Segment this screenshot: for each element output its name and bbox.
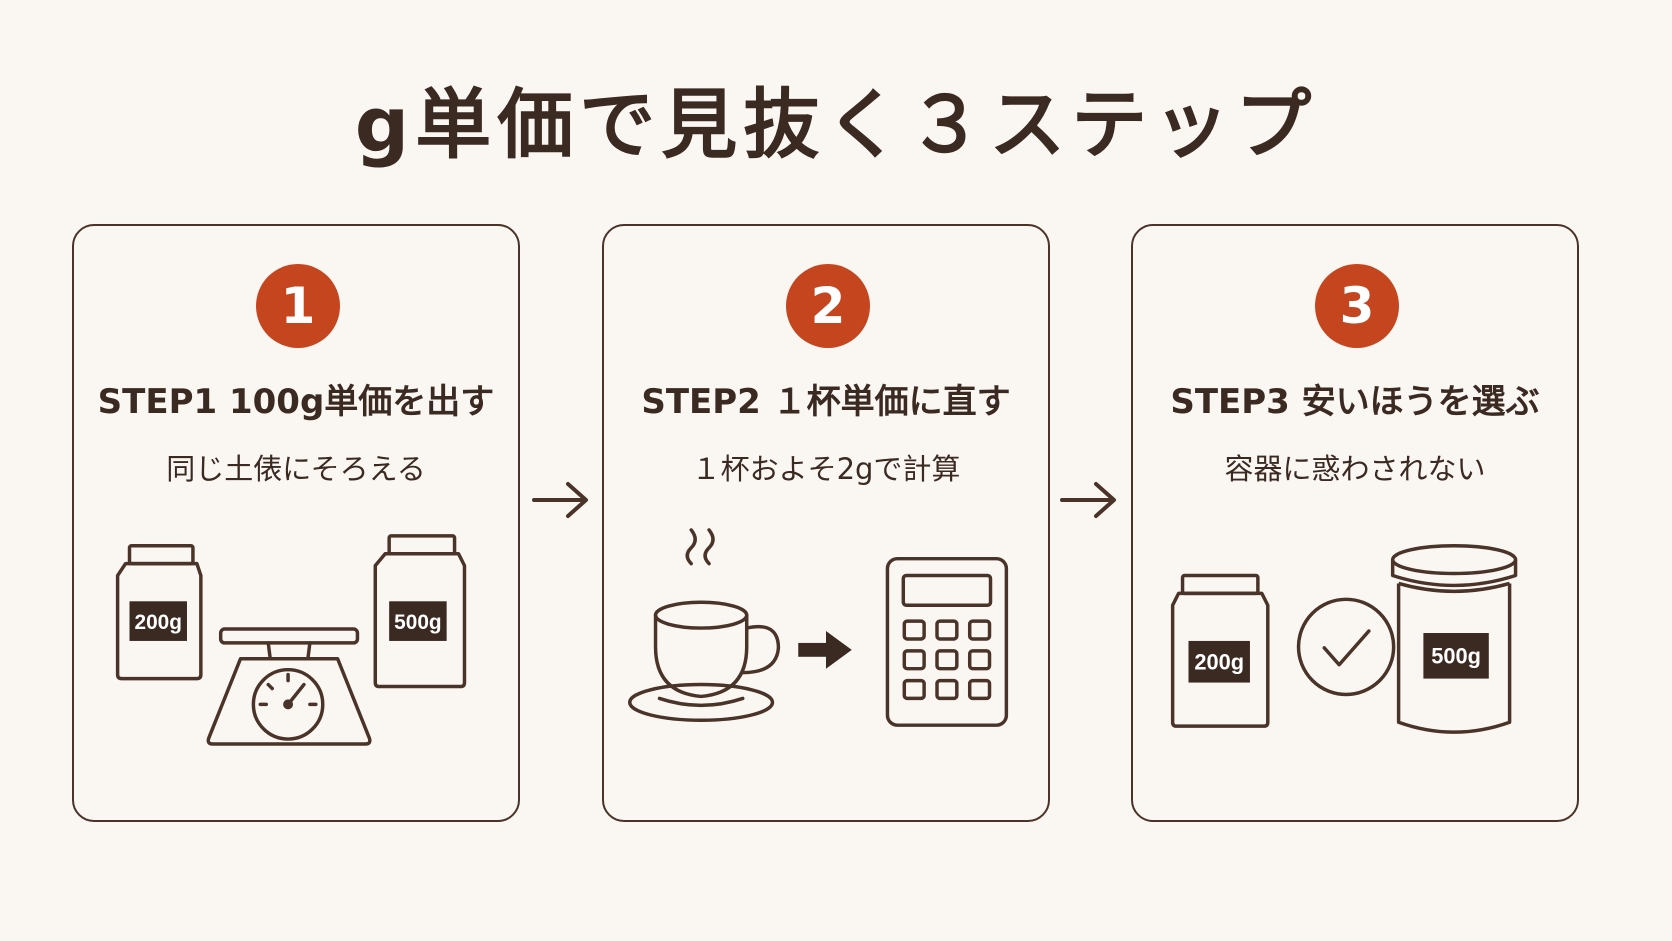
weight-label: 200g bbox=[1194, 650, 1244, 675]
weight-label: 500g bbox=[394, 611, 441, 634]
step1-illustration: 200g 500g bbox=[115, 534, 467, 746]
step3-illustration: 200g 500g bbox=[1170, 544, 1518, 734]
step-title: STEP2 １杯単価に直す bbox=[641, 382, 1011, 422]
weight-label: 500g bbox=[1431, 644, 1481, 669]
step2-illustration bbox=[628, 528, 1009, 727]
step-number-badge: 2 bbox=[786, 264, 870, 348]
page-title: g単価で見抜く３ステップ bbox=[354, 80, 1318, 169]
calculator-icon bbox=[885, 556, 1009, 727]
step-title: STEP1 100g単価を出す bbox=[97, 382, 495, 422]
coffee-bag-icon bbox=[115, 544, 203, 681]
coffee-cup-icon bbox=[628, 528, 781, 722]
scale-icon bbox=[206, 627, 372, 746]
coffee-bag-icon bbox=[373, 534, 467, 689]
check-circle-icon bbox=[1296, 597, 1396, 697]
canister-label bbox=[1423, 633, 1489, 679]
bag-label bbox=[129, 601, 187, 641]
step-subtitle: 容器に惑わされない bbox=[1224, 452, 1486, 486]
canister-icon bbox=[1390, 544, 1518, 734]
step-number-badge: 3 bbox=[1315, 264, 1399, 348]
step-card-3: 3 STEP3 安いほうを選ぶ 容器に惑わされない 200g bbox=[1131, 224, 1579, 822]
arrow-right-icon bbox=[798, 631, 852, 669]
step-subtitle: 同じ土俵にそろえる bbox=[166, 452, 426, 486]
step-number-badge: 1 bbox=[256, 264, 340, 348]
arrow-right-icon bbox=[532, 482, 588, 518]
coffee-bag-icon bbox=[1170, 573, 1270, 728]
step-subtitle: １杯およそ2gで計算 bbox=[691, 452, 961, 486]
step-card-1: 1 STEP1 100g単価を出す 同じ土俵にそろえる 200g 500g bbox=[72, 224, 520, 822]
bag-label bbox=[1188, 640, 1250, 683]
weight-label: 200g bbox=[135, 611, 182, 634]
bag-label bbox=[389, 601, 447, 641]
step-title: STEP3 安いほうを選ぶ bbox=[1170, 382, 1540, 422]
arrow-right-icon bbox=[1060, 482, 1116, 518]
step-card-2: 2 STEP2 １杯単価に直す １杯およそ2gで計算 bbox=[602, 224, 1050, 822]
scale-pivot bbox=[283, 699, 294, 710]
